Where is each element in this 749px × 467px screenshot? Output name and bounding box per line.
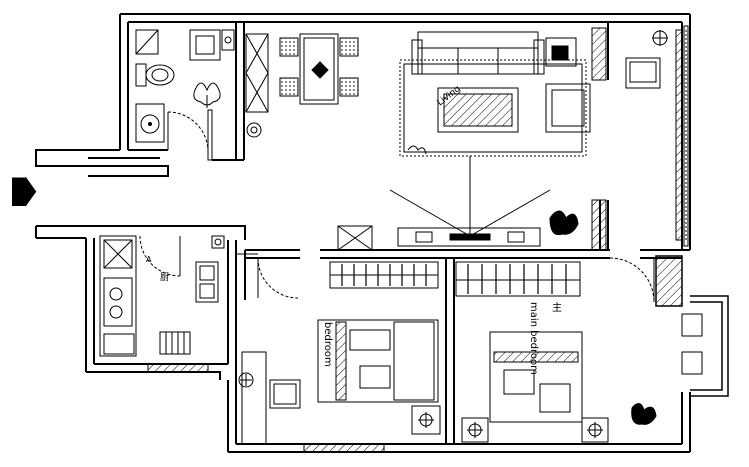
kitchen [99,235,225,373]
master-bedroom [455,257,703,443]
right-window [675,25,689,247]
dining-set [279,33,359,105]
storage-cabinet [245,33,269,113]
living-area [337,31,591,251]
bathroom [135,29,262,161]
dining-plant-icon [311,61,329,79]
bay-window [655,255,729,397]
master-bedroom-label: main bedroom [528,302,539,375]
balcony-chair [625,30,668,89]
living-plant-icon [407,145,579,236]
telephone-icon [551,45,569,61]
bedroom-label: bedroom [322,322,333,367]
master-bedroom-cn-label: 主 [552,303,562,314]
bathroom-plant-icon [193,82,221,108]
gas-meter-icon [246,122,262,138]
lamp-icon [652,30,668,46]
kitchen-cn-label: 厨 [160,273,170,283]
second-bedroom [238,257,441,453]
master-bedroom-plant-icon [631,403,657,425]
entry-arrow-icon [12,177,37,206]
pillars [591,27,607,251]
a-mark-label: A [146,255,152,264]
